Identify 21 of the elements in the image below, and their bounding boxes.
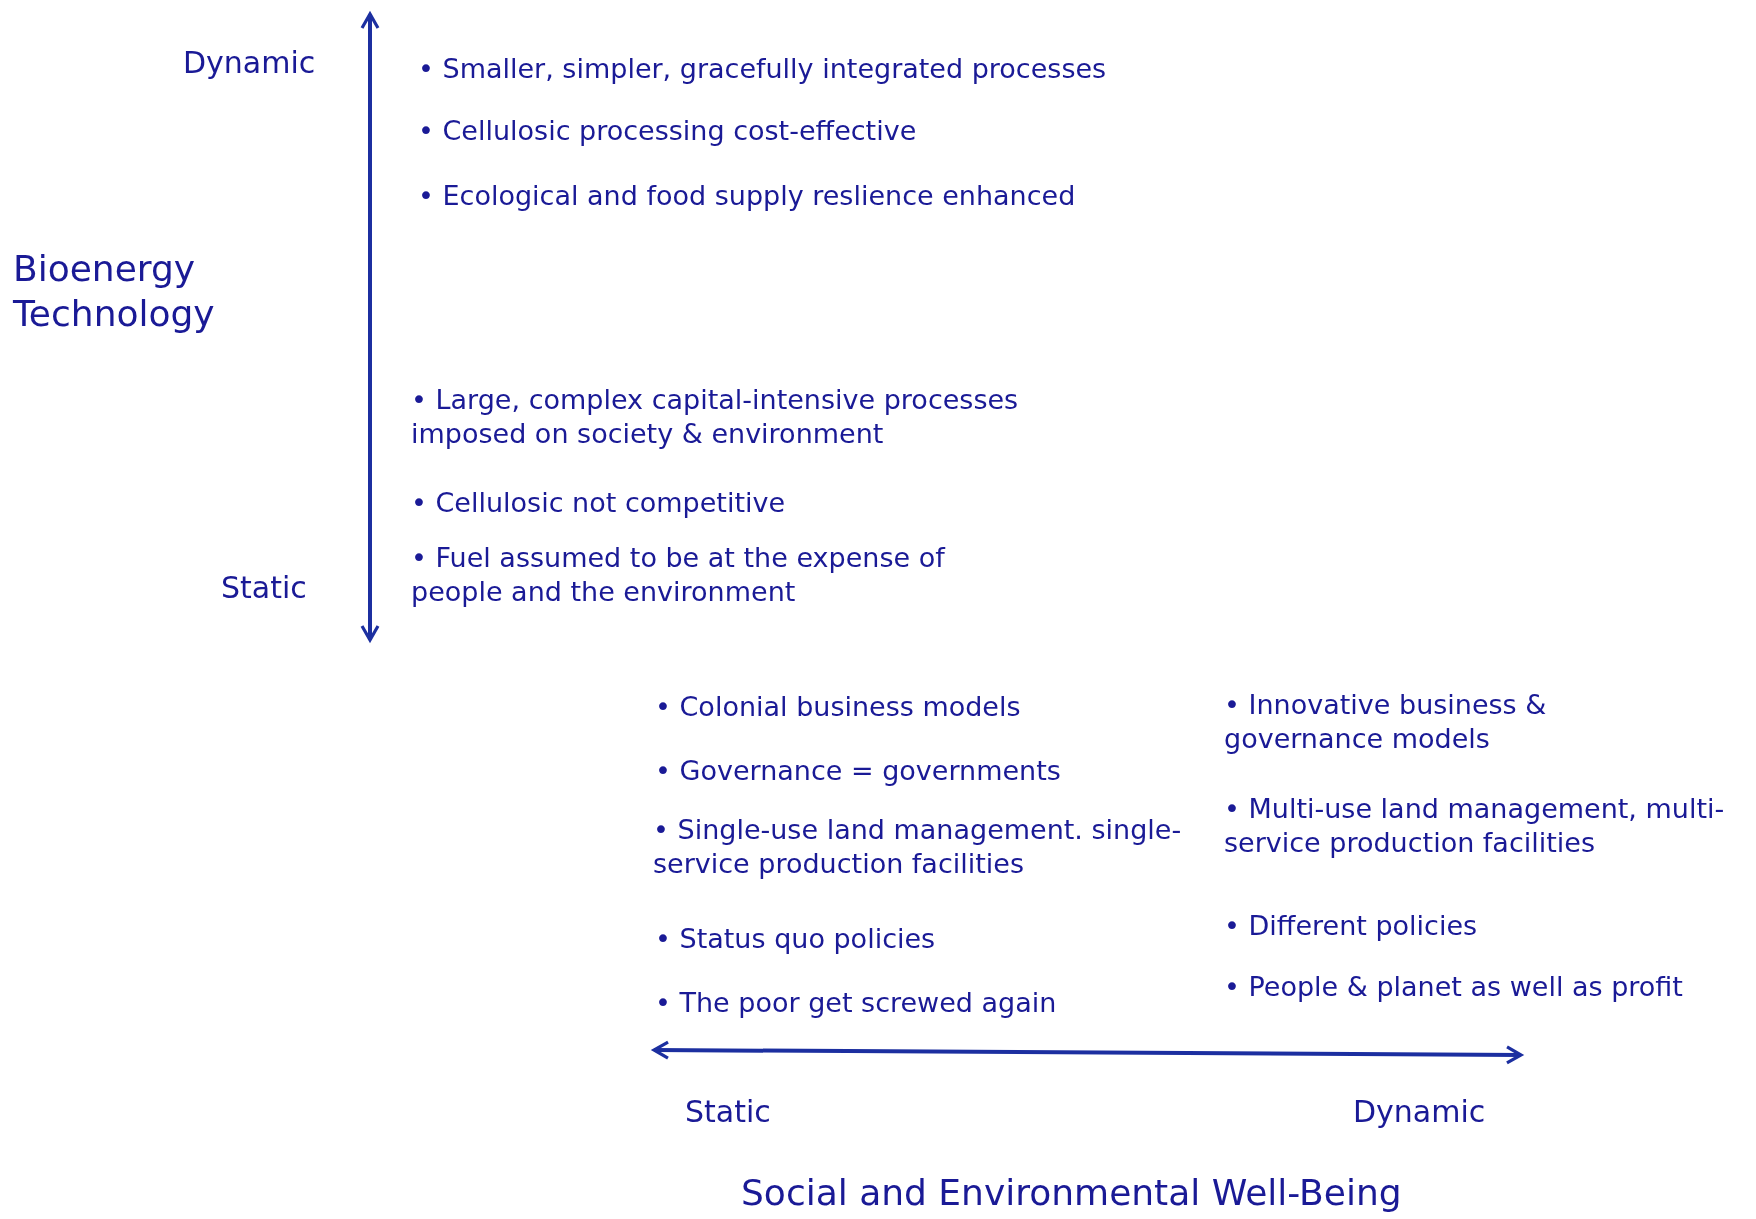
bullet-point: • The poor get screwed again: [655, 986, 1057, 1020]
axis-title: Social and Environmental Well-Being: [741, 1171, 1402, 1215]
bullet-point: • Cellulosic not competitive: [411, 486, 786, 520]
bullet-point: • Governance = governments: [655, 754, 1061, 788]
axis-label: Dynamic: [1353, 1093, 1486, 1131]
bullet-point: • Status quo policies: [655, 922, 936, 956]
bullet-point: • Colonial business models: [655, 690, 1021, 724]
axis-label: Dynamic: [183, 44, 316, 82]
axis-label: Static: [685, 1093, 771, 1131]
bullet-point: • Different policies: [1224, 909, 1478, 943]
axis-title: Bioenergy Technology: [13, 247, 216, 336]
bullet-point: • Single-use land management. single-service production facilities: [653, 813, 1183, 881]
bullet-point: • Multi-use land management, multi-service production facilities: [1224, 792, 1726, 860]
bullet-point: • Smaller, simpler, gracefully integrated processes: [418, 52, 1107, 86]
bullet-point: • People & planet as well as profit: [1224, 970, 1683, 1004]
axis-label: Static: [221, 569, 307, 607]
bullet-point: • Fuel assumed to be at the expense of people and the environment: [411, 541, 947, 609]
bullet-point: • Cellulosic processing cost-effective: [418, 114, 917, 148]
bullet-point: • Large, complex capital-intensive processes imposed on society & environment: [411, 383, 1020, 451]
bullet-point: • Innovative business & governance models: [1224, 688, 1548, 756]
bullet-point: • Ecological and food supply reslience enhanced: [418, 179, 1076, 213]
